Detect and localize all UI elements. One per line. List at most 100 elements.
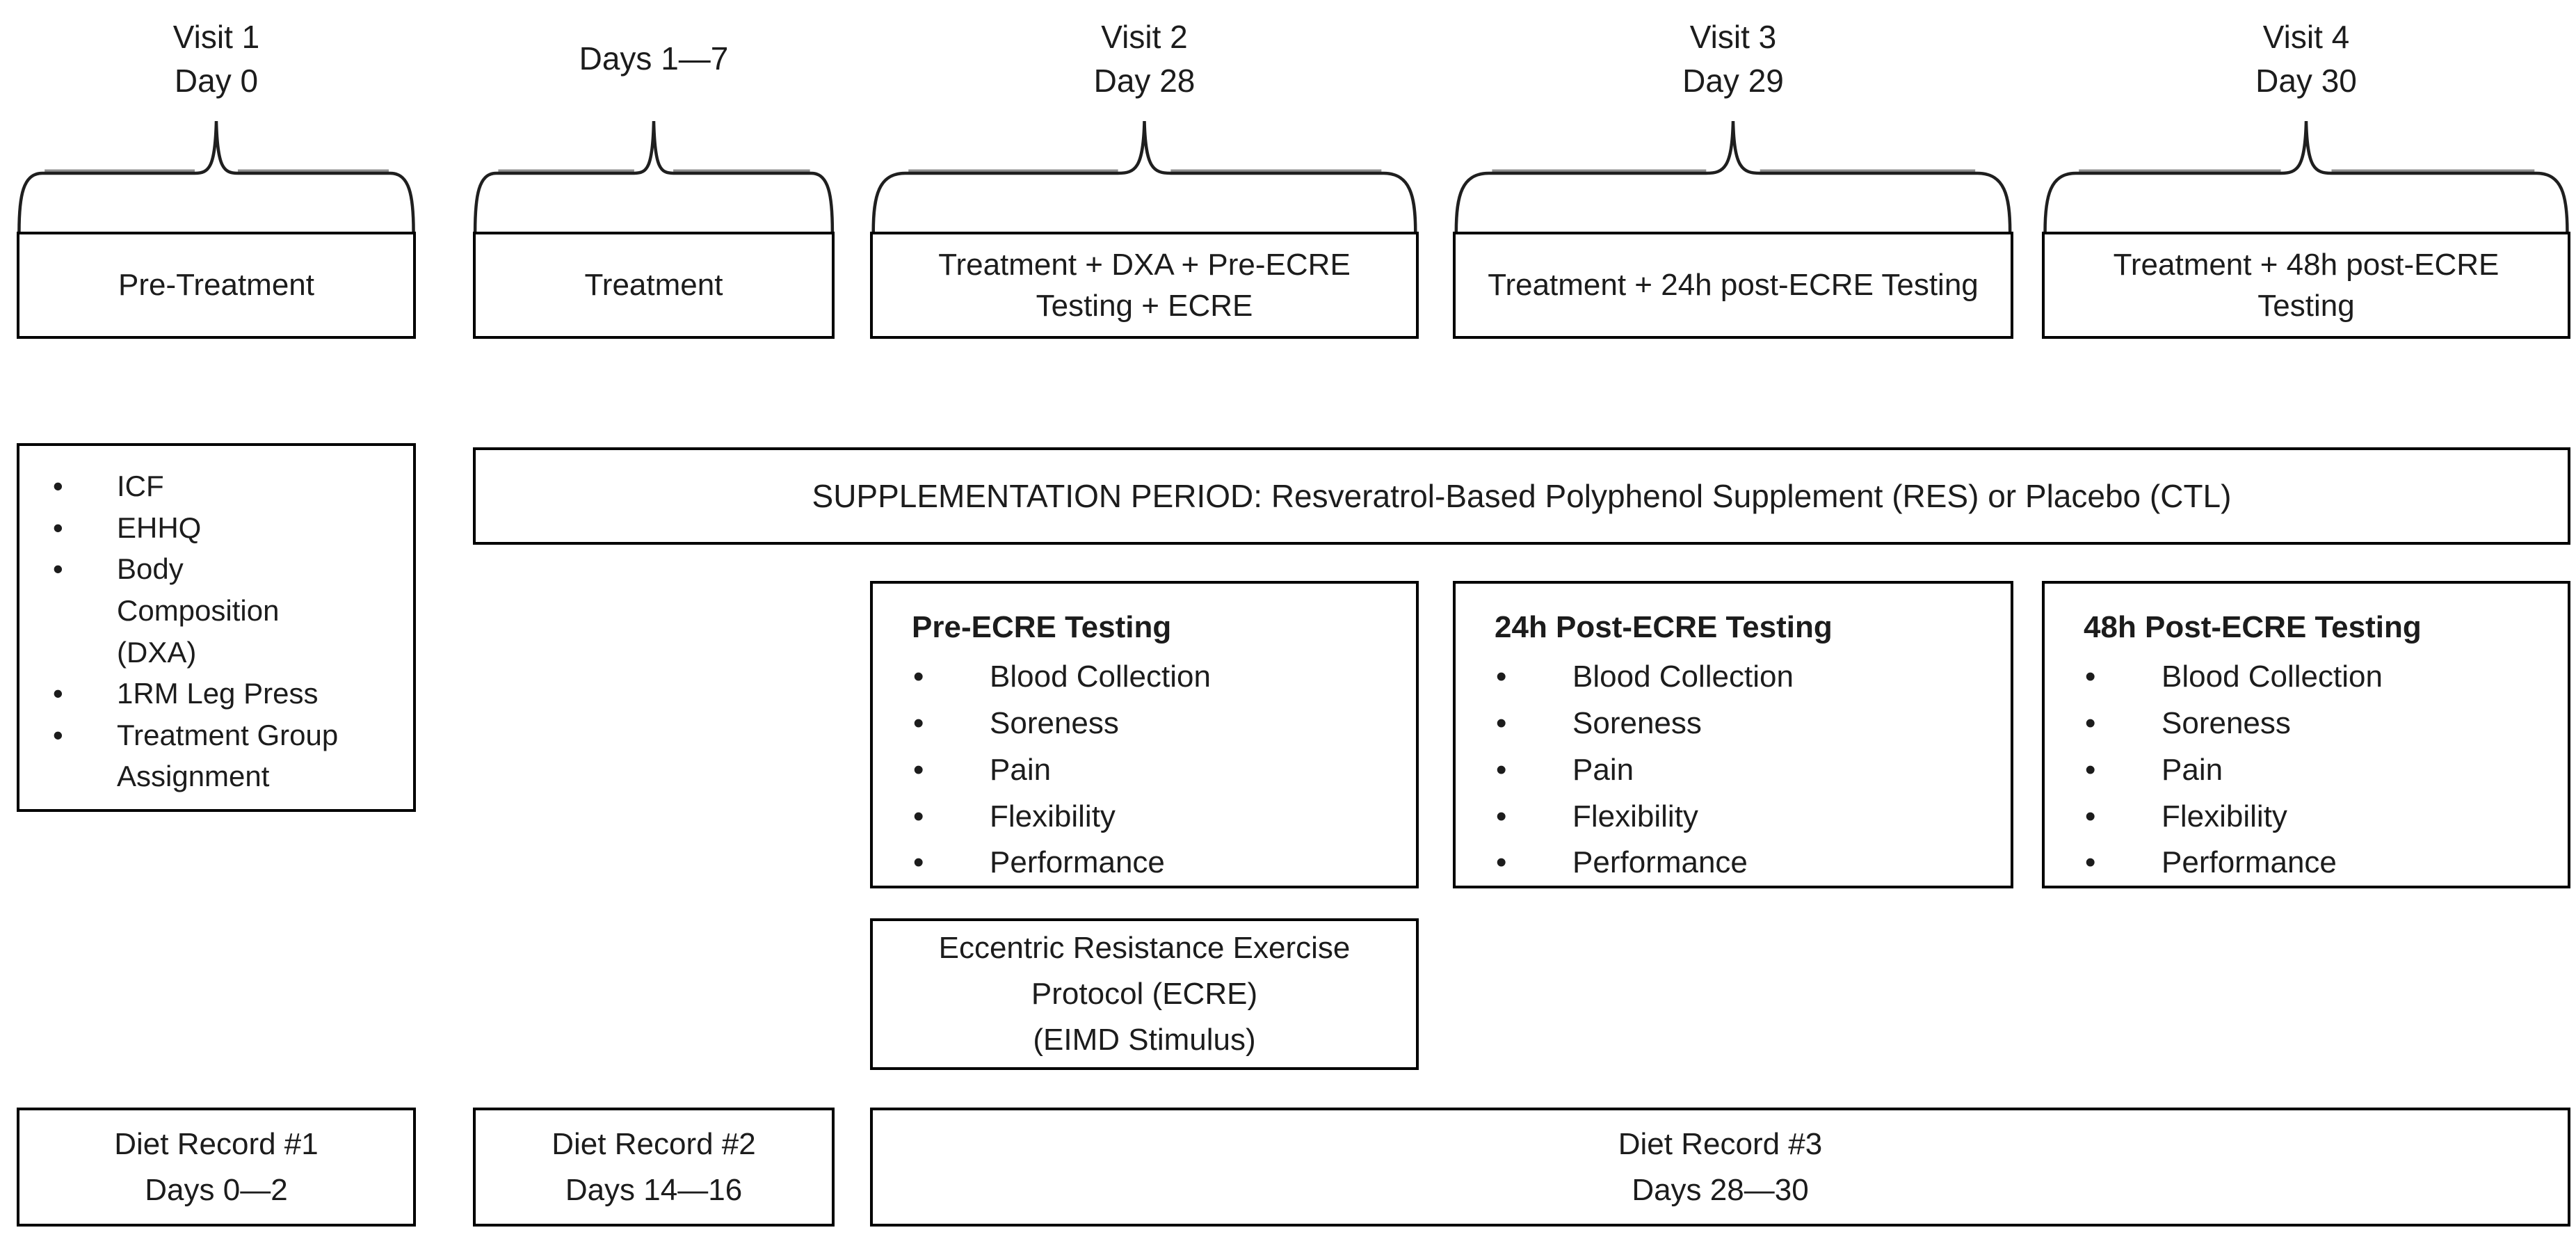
visit-3-label-line1: Visit 3 (1689, 18, 1777, 55)
visit-4-label-line1: Visit 4 (2262, 18, 2350, 55)
bullet-icon: • (913, 845, 924, 880)
bullet-icon: • (913, 659, 924, 694)
list-item: • Body Composition (DXA) (19, 548, 413, 673)
visit-2-phase-box-label: Treatment + DXA + Pre-ECRE Testing + ECR… (938, 247, 1351, 323)
list-item-label: Performance (2162, 845, 2337, 880)
treatment-days-brace-icon (473, 117, 835, 232)
visit-2-phase-box: Treatment + DXA + Pre-ECRE Testing + ECR… (870, 232, 1419, 339)
visit-3-phase-box: Treatment + 24h post-ECRE Testing (1453, 232, 2013, 339)
bullet-icon: • (2085, 799, 2096, 833)
24h-post-ecre-testing-title: 24h Post-ECRE Testing (1495, 610, 1833, 644)
visit-4-label: Visit 4 Day 30 (2042, 7, 2570, 111)
diet-record-2-title: Diet Record #2 (552, 1126, 756, 1161)
list-item-label: Body Composition (DXA) (117, 552, 280, 669)
list-item-label: Pain (2162, 752, 2223, 787)
list-item: • Performance (2045, 840, 2568, 886)
list-item-label: Blood Collection (2162, 659, 2383, 694)
48h-post-ecre-testing-title: 48h Post-ECRE Testing (2084, 610, 2422, 644)
baseline-screening-box: • ICF • EHHQ • Body Composition (DXA) • … (17, 443, 416, 812)
list-item-label: Blood Collection (990, 659, 1211, 694)
list-item-label: Soreness (990, 705, 1119, 740)
list-item: • 1RM Leg Press (19, 673, 413, 714)
visit-1-label-line2: Day 0 (174, 63, 259, 99)
ecre-protocol-line2: Protocol (ECRE) (1031, 977, 1258, 1011)
visit-4-brace-icon (2042, 117, 2570, 232)
bullet-icon: • (913, 752, 924, 787)
bullet-icon: • (913, 799, 924, 833)
bullet-icon: • (53, 552, 63, 586)
bullet-icon: • (53, 470, 63, 502)
24h-post-ecre-testing-box: 24h Post-ECRE Testing • Blood Collection… (1453, 581, 2013, 888)
bullet-icon: • (913, 705, 924, 740)
bullet-icon: • (2085, 845, 2096, 880)
treatment-days-label-line1: Days 1—7 (579, 40, 729, 77)
list-item-label: ICF (117, 470, 164, 502)
bullet-icon: • (2085, 705, 2096, 740)
pre-ecre-testing-list: • Blood Collection • Soreness • Pain • F… (873, 654, 1416, 886)
visit-2-brace-icon (870, 117, 1419, 232)
bullet-icon: • (2085, 752, 2096, 787)
list-item-label: Soreness (2162, 705, 2291, 740)
treatment-days-label: Days 1—7 (473, 7, 835, 111)
visit-1-label: Visit 1 Day 0 (17, 7, 416, 111)
list-item-label: Blood Collection (1572, 659, 1794, 694)
list-item: • ICF (19, 465, 413, 507)
bullet-icon: • (1496, 659, 1507, 694)
list-item-label: Soreness (1572, 705, 1702, 740)
visit-3-brace-icon (1453, 117, 2013, 232)
ecre-protocol-box: Eccentric Resistance Exercise Protocol (… (870, 918, 1419, 1070)
list-item-label: Performance (1572, 845, 1748, 880)
bullet-icon: • (53, 677, 63, 710)
diet-record-3-box: Diet Record #3 Days 28—30 (870, 1108, 2570, 1227)
list-item-label: Flexibility (990, 799, 1116, 833)
list-item-label: Pain (990, 752, 1052, 787)
diet-record-2-days: Days 14—16 (565, 1172, 743, 1207)
visit-1-label-line1: Visit 1 (172, 18, 260, 55)
treatment-box: Treatment (473, 232, 835, 339)
bullet-icon: • (1496, 705, 1507, 740)
list-item-label: EHHQ (117, 511, 202, 544)
pre-treatment-box: Pre-Treatment (17, 232, 416, 339)
list-item: • Pain (873, 747, 1416, 794)
bullet-icon: • (1496, 752, 1507, 787)
list-item: • Performance (873, 840, 1416, 886)
pre-ecre-testing-box: Pre-ECRE Testing • Blood Collection • So… (870, 581, 1419, 888)
bullet-icon: • (2085, 659, 2096, 694)
list-item: • Soreness (1456, 701, 2011, 747)
list-item: • EHHQ (19, 507, 413, 549)
visit-2-label-line2: Day 28 (1093, 63, 1196, 99)
visit-3-label-line2: Day 29 (1682, 63, 1784, 99)
list-item: • Blood Collection (873, 654, 1416, 701)
48h-post-ecre-testing-list: • Blood Collection • Soreness • Pain • F… (2045, 654, 2568, 886)
visit-3-label: Visit 3 Day 29 (1453, 7, 2013, 111)
48h-post-ecre-testing-box: 48h Post-ECRE Testing • Blood Collection… (2042, 581, 2570, 888)
baseline-screening-list: • ICF • EHHQ • Body Composition (DXA) • … (19, 465, 413, 797)
list-item: • Pain (2045, 747, 2568, 794)
list-item: • Flexibility (873, 794, 1416, 840)
list-item: • Soreness (2045, 701, 2568, 747)
pre-treatment-box-label: Pre-Treatment (118, 268, 314, 303)
ecre-protocol-line3: (EIMD Stimulus) (1033, 1023, 1256, 1057)
diet-record-3-title: Diet Record #3 (1618, 1126, 1823, 1161)
diet-record-1-title: Diet Record #1 (114, 1126, 319, 1161)
list-item-label: Flexibility (1572, 799, 1698, 833)
supplementation-period-banner: SUPPLEMENTATION PERIOD: Resveratrol-Base… (473, 447, 2570, 545)
list-item-label: Treatment Group Assignment (117, 718, 339, 793)
list-item: • Treatment Group Assignment (19, 714, 413, 797)
list-item-label: Flexibility (2162, 799, 2287, 833)
supplementation-period-text: SUPPLEMENTATION PERIOD: Resveratrol-Base… (812, 478, 2232, 514)
list-item: • Flexibility (1456, 794, 2011, 840)
visit-2-label-line1: Visit 2 (1101, 18, 1188, 55)
diet-record-1-days: Days 0—2 (145, 1172, 288, 1207)
list-item-label: Performance (990, 845, 1165, 880)
visit-2-label: Visit 2 Day 28 (870, 7, 1419, 111)
list-item: • Blood Collection (1456, 654, 2011, 701)
bullet-icon: • (53, 511, 63, 544)
visit-4-phase-box: Treatment + 48h post-ECRE Testing (2042, 232, 2570, 339)
diet-record-2-box: Diet Record #2 Days 14—16 (473, 1108, 835, 1227)
list-item: • Pain (1456, 747, 2011, 794)
bullet-icon: • (1496, 845, 1507, 880)
visit-3-phase-box-label: Treatment + 24h post-ECRE Testing (1488, 268, 1979, 303)
treatment-box-label: Treatment (584, 268, 723, 303)
